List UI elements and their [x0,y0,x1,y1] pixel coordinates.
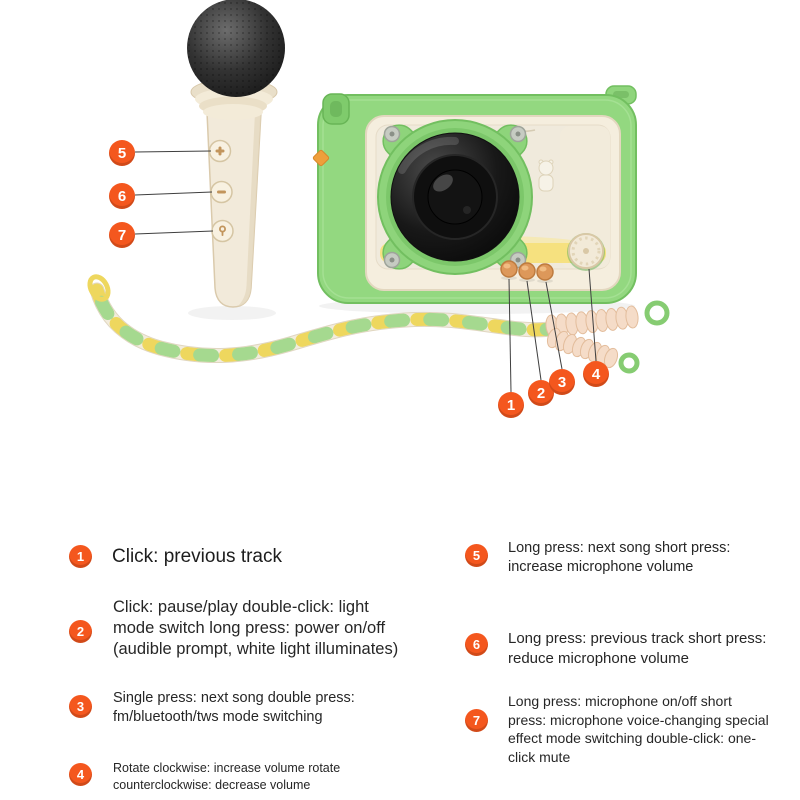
callout-badge-4: 4 [583,361,609,387]
instruction-item-6: Long press: previous track short press: … [508,630,767,667]
strap-ring [618,352,640,374]
instruction-item-2: Click: pause/play double-click: light mo… [113,598,399,658]
speaker-illustration [312,85,637,304]
product-diagram: 5 6 7 1 2 3 4 [87,0,670,418]
instruction-item-5: Long press: next song short press: incre… [508,540,731,576]
instruction-item-4: Rotate clockwise: increase volume rotate… [113,761,341,792]
legend-badge-5: 5 [465,544,488,567]
callout-badge-1: 1 [498,392,524,418]
legend-badge-4: 4 [69,763,92,786]
callout-badge-5: 5 [109,140,135,166]
legend-badge-1: 1 [69,545,92,568]
strap-coils [545,300,670,374]
legend-badge-6: 6 [465,633,488,656]
callout-badge-3: 3 [549,369,575,395]
knob-1 [500,260,518,280]
toy-figure [538,159,554,192]
callout-lines [134,150,597,393]
knob-2 [518,262,536,282]
instruction-item-1: Click: previous track [112,546,282,567]
product-illustration [87,0,670,393]
knob-3 [536,263,554,283]
logo-diamond [312,149,330,167]
legend-badge-2: 2 [69,620,92,643]
legend-badge-3: 3 [69,695,92,718]
callout-badge-7: 7 [109,222,135,248]
instruction-item-3: Single press: next song double press: fm… [113,690,355,726]
mic-button-middle [210,180,233,204]
mic-button-top [208,139,232,163]
microphone-illustration [187,0,285,308]
legend-badge-7: 7 [465,709,488,732]
strap-illustration [87,274,558,364]
strap-ring [644,300,670,326]
volume-knob [568,233,604,269]
speaker-lens [377,119,533,275]
instruction-item-7: Long press: microphone on/off short pres… [508,693,769,765]
mic-button-bottom [211,219,234,243]
mic-shadow [188,306,276,320]
callout-badge-6: 6 [109,183,135,209]
